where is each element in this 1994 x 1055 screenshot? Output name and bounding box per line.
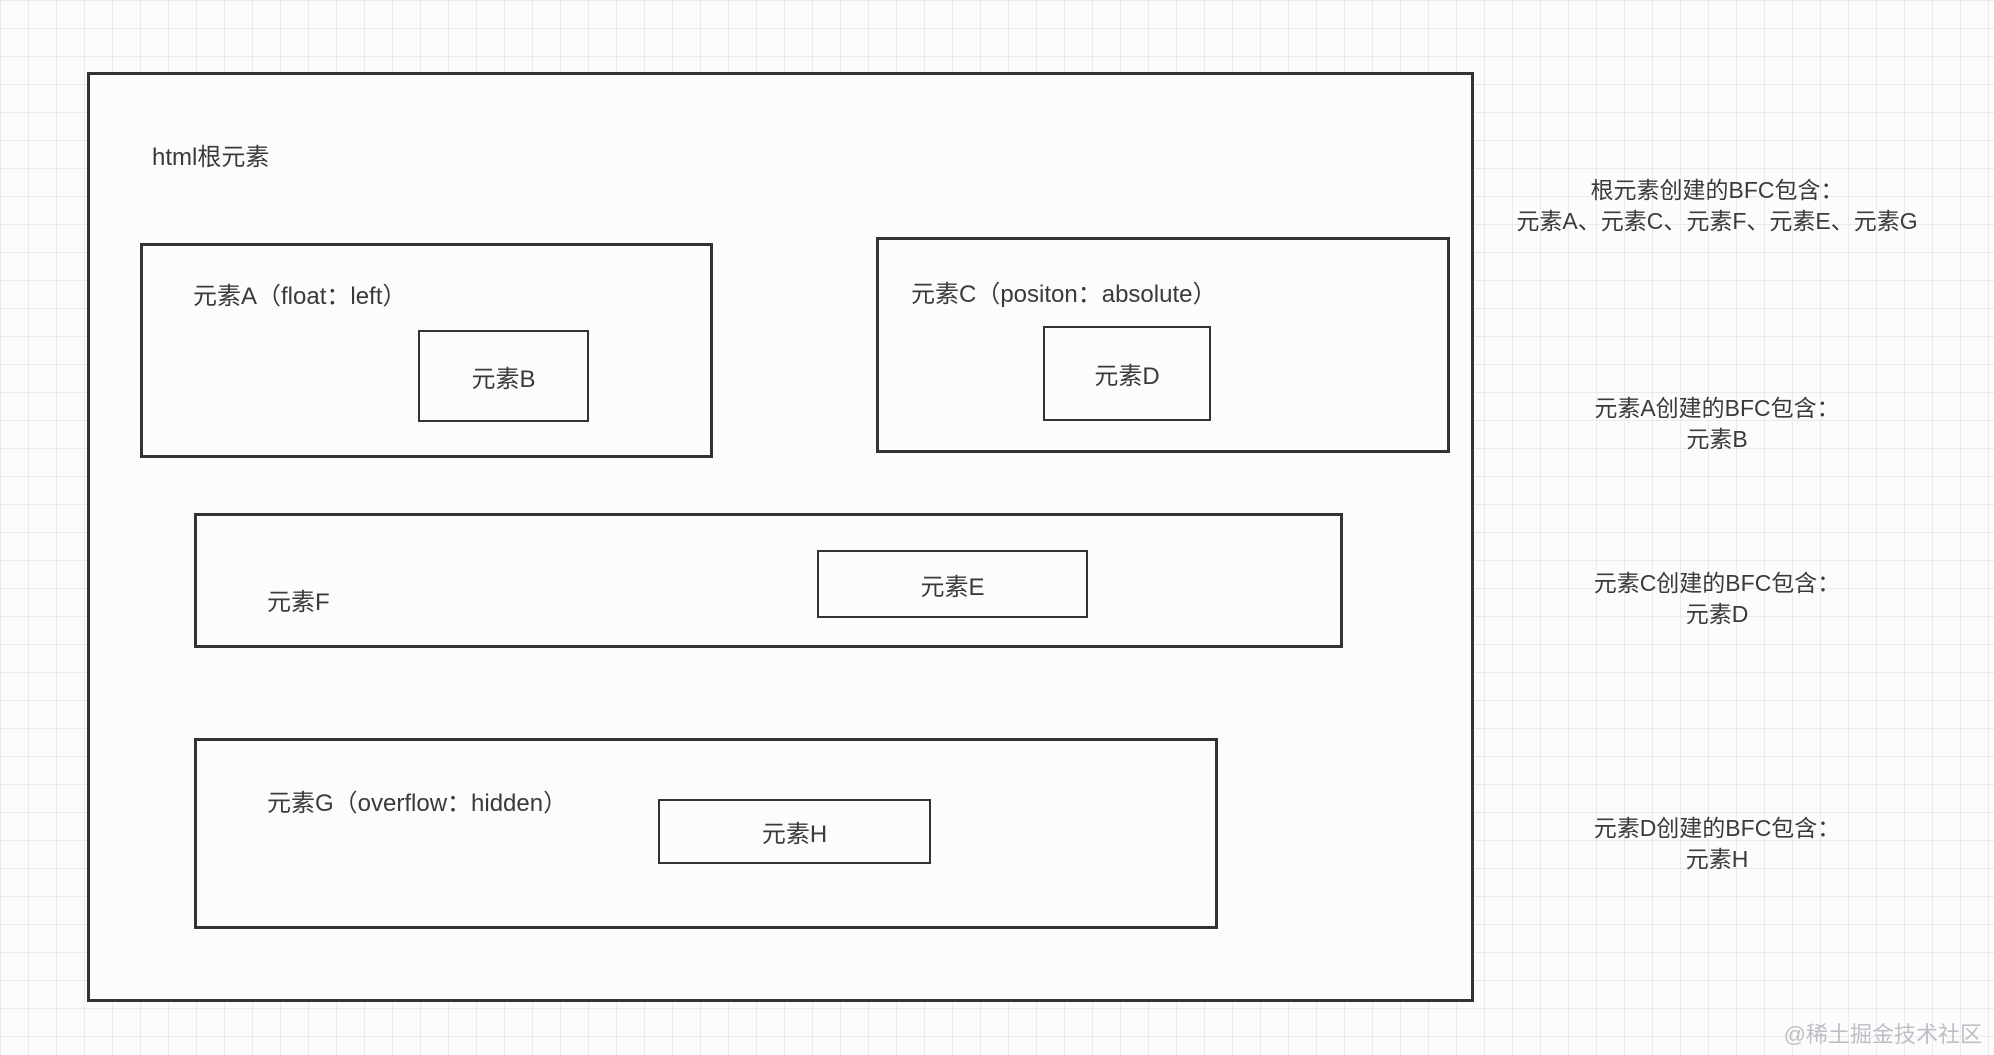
watermark: @稀土掘金技术社区 (1783, 1022, 1982, 1047)
element-f-box: 元素F 元素E (194, 513, 1343, 648)
annotation-root-bfc-content: 元素A、元素C、元素F、元素E、元素G (1516, 208, 1918, 234)
annotation-c-bfc: 元素C创建的BFC包含： 元素D (1450, 568, 1984, 630)
element-a-box: 元素A（float：left） 元素B (140, 243, 713, 458)
element-c-label: 元素C（positon：absolute） (911, 281, 1217, 308)
element-h-box: 元素H (658, 799, 931, 864)
annotation-d-bfc: 元素D创建的BFC包含： 元素H (1450, 813, 1984, 875)
annotation-a-bfc-title: 元素A创建的BFC包含： (1594, 395, 1840, 421)
annotation-d-bfc-title: 元素D创建的BFC包含： (1593, 815, 1841, 841)
annotation-c-bfc-title: 元素C创建的BFC包含： (1593, 570, 1841, 596)
element-f-label: 元素F (267, 589, 330, 616)
element-b-box: 元素B (418, 330, 589, 422)
annotation-root-bfc-title: 根元素创建的BFC包含： (1590, 177, 1844, 203)
element-e-box: 元素E (817, 550, 1088, 618)
annotation-c-bfc-content: 元素D (1685, 601, 1749, 627)
annotation-a-bfc: 元素A创建的BFC包含： 元素B (1450, 393, 1984, 455)
annotation-a-bfc-content: 元素B (1686, 426, 1748, 452)
element-c-box: 元素C（positon：absolute） 元素D (876, 237, 1450, 453)
element-g-box: 元素G（overflow：hidden） 元素H (194, 738, 1218, 929)
element-g-label: 元素G（overflow：hidden） (267, 790, 568, 817)
root-element-box: html根元素 元素A（float：left） 元素B 元素C（positon：… (87, 72, 1474, 1002)
annotation-root-bfc: 根元素创建的BFC包含： 元素A、元素C、元素F、元素E、元素G (1450, 175, 1984, 237)
element-d-box: 元素D (1043, 326, 1211, 421)
element-a-label: 元素A（float：left） (193, 283, 407, 310)
root-element-label: html根元素 (152, 144, 270, 171)
annotation-d-bfc-content: 元素H (1685, 846, 1749, 872)
bfc-annotations-column: 根元素创建的BFC包含： 元素A、元素C、元素F、元素E、元素G 元素A创建的B… (1450, 0, 1984, 1055)
